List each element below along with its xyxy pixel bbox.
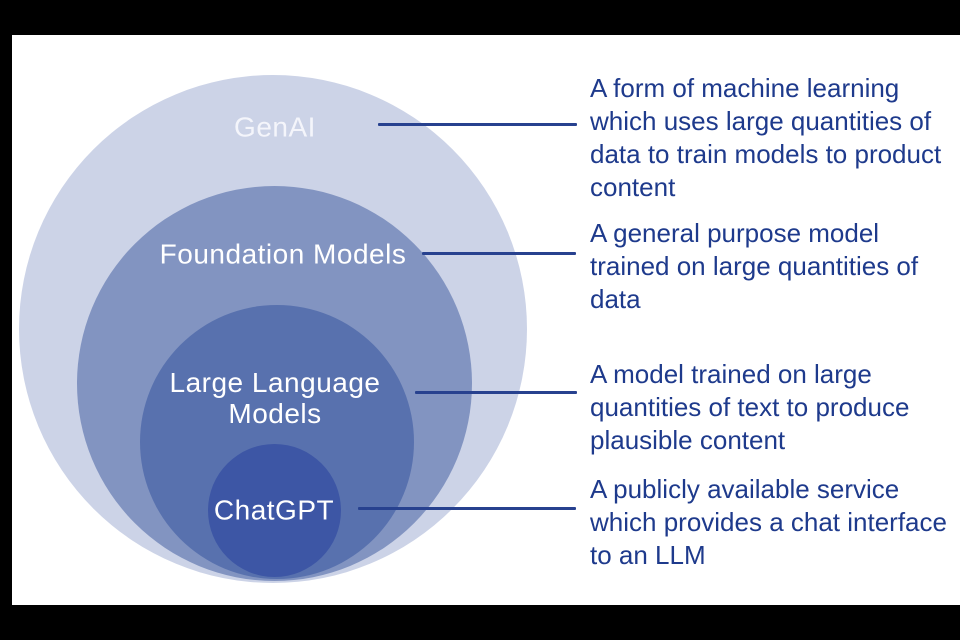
connector-line-large-language-models bbox=[415, 391, 577, 394]
connector-line-genai bbox=[378, 123, 577, 126]
annotation-foundation-models: A general purpose model trained on large… bbox=[590, 218, 919, 314]
connector-line-foundation-models bbox=[422, 252, 576, 255]
label-chatgpt: ChatGPT bbox=[213, 494, 335, 526]
label-genai: GenAI bbox=[234, 111, 316, 143]
label-foundation-models: Foundation Models bbox=[159, 238, 407, 270]
annotation-chatgpt: A publicly available service which provi… bbox=[590, 474, 947, 570]
circle-chatgpt bbox=[208, 444, 341, 577]
annotation-large-language-models: A model trained on large quantities of t… bbox=[590, 359, 910, 455]
connector-line-chatgpt bbox=[358, 507, 576, 510]
annotation-genai: A form of machine learning which uses la… bbox=[590, 73, 942, 202]
label-large-language-models: Large Language Models bbox=[169, 367, 381, 429]
